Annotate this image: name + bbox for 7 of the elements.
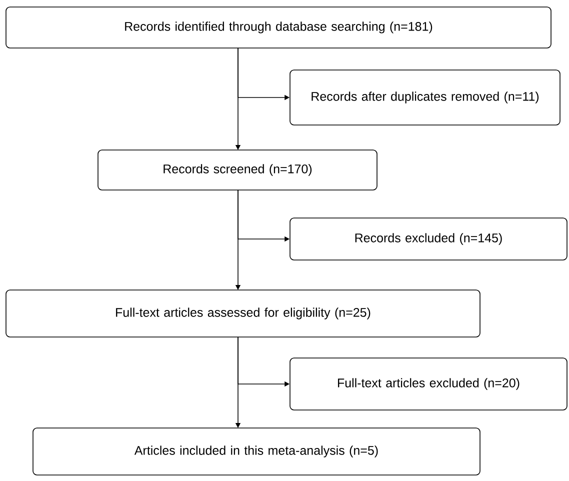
process-box: Full-text articles excluded (n=20): [290, 358, 568, 410]
process-box: Records screened (n=170): [98, 150, 378, 190]
process-box: Records after duplicates removed (n=11): [290, 70, 560, 126]
process-box: Full-text articles assessed for eligibility (n=25): [6, 290, 480, 338]
process-box: Records excluded (n=145): [290, 218, 568, 260]
process-box: Records identified through database searching (n=181): [6, 6, 552, 48]
process-box: Articles included in this meta-analysis (n=5): [32, 428, 480, 476]
